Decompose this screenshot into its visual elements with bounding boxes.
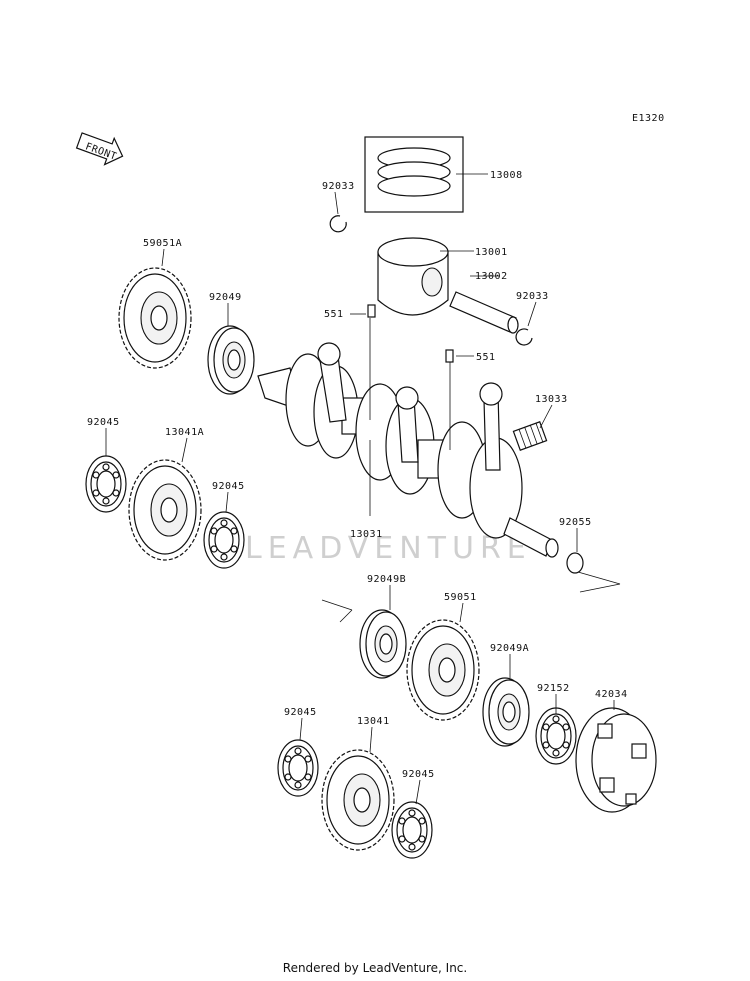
part-label-92045-d: 92045 — [402, 769, 435, 780]
part-label-551-b: 551 — [476, 352, 496, 363]
part-label-13001: 13001 — [475, 247, 508, 258]
circlip-lower — [515, 328, 533, 346]
circlip-upper — [329, 215, 347, 233]
part-label-13031: 13031 — [350, 529, 383, 540]
footer-credit: Rendered by LeadVenture, Inc. — [282, 961, 468, 975]
piston-pin — [449, 291, 519, 334]
gear-59051a — [118, 267, 192, 369]
bearing-92045-d — [391, 801, 433, 859]
seal-92049b — [359, 609, 407, 679]
seal-92049 — [207, 325, 255, 395]
part-label-42034: 42034 — [595, 689, 628, 700]
piston-ring-box — [364, 136, 464, 213]
part-label-551-a: 551 — [324, 309, 344, 320]
bearing-92152 — [535, 707, 577, 765]
coupling — [575, 707, 657, 813]
bearing-92045-c — [277, 739, 319, 797]
needle-bearing — [512, 421, 548, 451]
watermark-text: LEADVENTURE — [245, 531, 532, 566]
part-label-13041a: 13041A — [165, 427, 204, 438]
part-label-92045-c: 92045 — [284, 707, 317, 718]
part-label-92033-b: 92033 — [516, 291, 549, 302]
part-label-92045-a: 92045 — [87, 417, 120, 428]
part-label-92049b: 92049B — [367, 574, 406, 585]
gear-13041 — [321, 749, 395, 851]
part-label-59051: 59051 — [444, 592, 477, 603]
part-label-92045-b: 92045 — [212, 481, 245, 492]
part-label-92049a: 92049A — [490, 643, 529, 654]
front-arrow-icon — [75, 132, 124, 166]
piston — [377, 237, 449, 316]
part-label-92152: 92152 — [537, 683, 570, 694]
dowel-pin-a — [367, 304, 376, 318]
part-label-13041: 13041 — [357, 716, 390, 727]
dowel-pin-b — [445, 349, 454, 363]
leader-lines — [105, 173, 621, 805]
part-label-92033-a: 92033 — [322, 181, 355, 192]
part-label-13002: 13002 — [475, 271, 508, 282]
part-label-13008: 13008 — [490, 170, 523, 181]
diagram-code: E1320 — [632, 113, 665, 124]
part-label-92049: 92049 — [209, 292, 242, 303]
gear-59051 — [406, 619, 480, 721]
part-label-92055: 92055 — [559, 517, 592, 528]
crankshaft — [257, 342, 559, 558]
bearing-92045-b — [203, 511, 245, 569]
part-label-13033: 13033 — [535, 394, 568, 405]
seal-92049a — [482, 677, 530, 747]
bearing-92045-a — [85, 455, 127, 513]
part-label-59051a: 59051A — [143, 238, 182, 249]
gear-13041a — [128, 459, 202, 561]
o-ring — [566, 552, 584, 574]
